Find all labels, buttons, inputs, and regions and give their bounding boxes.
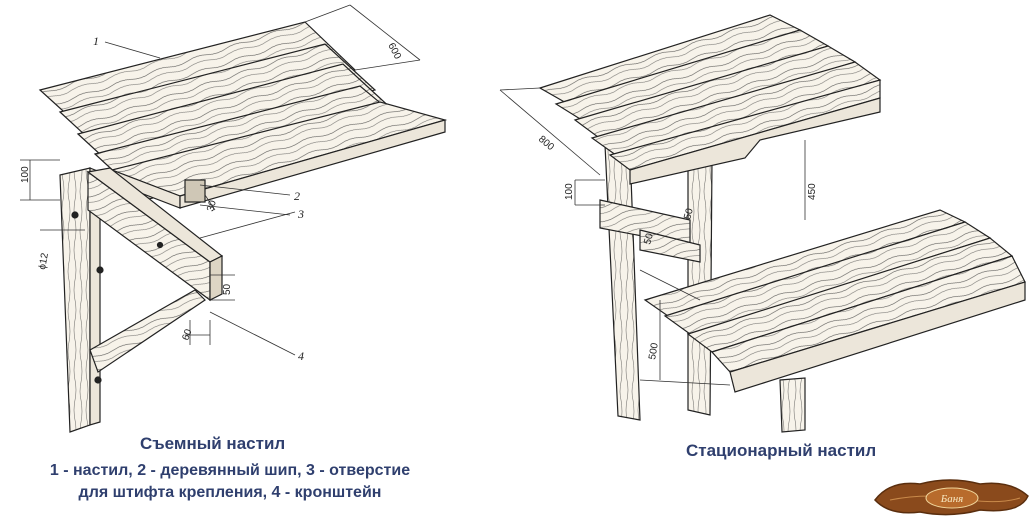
stationary-deck-drawing — [538, 14, 1026, 433]
wooden-dowel — [184, 179, 206, 203]
dim-100-right: 100 — [564, 183, 575, 200]
bracket — [59, 167, 224, 433]
lower-seat-planks — [643, 209, 1026, 393]
banya-logo: Баня — [874, 479, 1029, 516]
dim-50: 50 — [222, 283, 233, 295]
logo-text: Баня — [940, 493, 964, 505]
right-figure-title: Стационарный настил — [686, 441, 877, 460]
callout-3: 3 — [297, 207, 304, 221]
left-figure-title: Съемный настил — [140, 434, 286, 453]
upper-deck-planks — [538, 14, 882, 185]
legend-line-1: 1 - настил, 2 - деревянный шип, 3 - отве… — [49, 462, 411, 479]
removable-deck-drawing — [38, 21, 448, 433]
callout-2: 2 — [294, 189, 300, 203]
legend-line-2: для штифта крепления, 4 - кронштейн — [78, 484, 382, 501]
dim-30: 30 — [205, 199, 219, 213]
callout-4: 4 — [298, 349, 304, 363]
dim-100: 100 — [20, 166, 31, 183]
deck-planks — [38, 21, 448, 209]
callout-1: 1 — [93, 34, 99, 48]
dim-500: 500 — [647, 342, 661, 361]
left-dimension-lines — [20, 4, 421, 356]
dim-450: 450 — [807, 183, 818, 200]
dim-phi12: ϕ12 — [37, 252, 51, 271]
right-dimension-lines — [499, 87, 806, 386]
dim-60: 60 — [180, 327, 194, 342]
dim-800: 800 — [536, 134, 556, 153]
dim-50-right-b: 50 — [642, 232, 656, 246]
left-figure-legend: 1 - настил, 2 - деревянный шип, 3 - отве… — [0, 460, 460, 504]
dim-50-right-a: 50 — [682, 207, 696, 221]
